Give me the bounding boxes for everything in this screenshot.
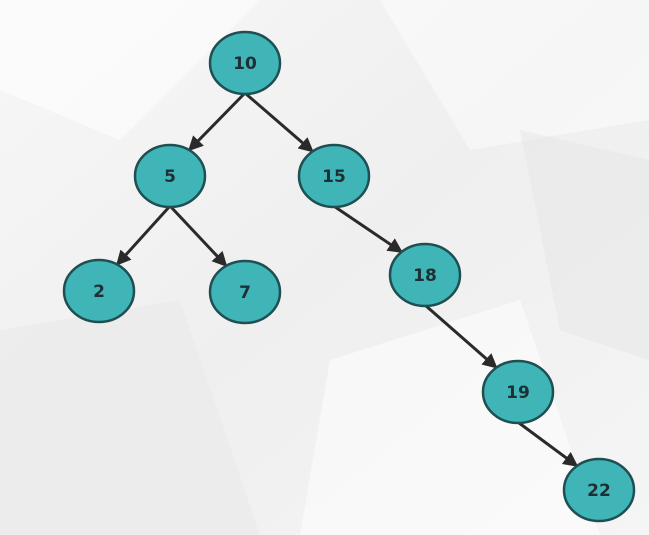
tree-node-19: 19	[481, 359, 555, 425]
tree-node-2: 2	[62, 258, 136, 324]
node-label: 15	[322, 167, 346, 187]
node-label: 2	[93, 282, 105, 302]
edge-n18-n19	[425, 304, 498, 369]
edges-layer	[115, 92, 579, 467]
edge-n19-n22	[518, 421, 579, 467]
node-circle	[388, 242, 462, 308]
edge-n10-n15	[245, 92, 314, 153]
node-label: 18	[413, 266, 437, 286]
node-circle	[208, 30, 282, 96]
tree-node-22: 22	[562, 457, 636, 523]
node-circle	[133, 143, 207, 209]
node-circle	[562, 457, 636, 523]
tree-node-7: 7	[208, 259, 282, 325]
node-circle	[62, 258, 136, 324]
node-circle	[297, 143, 371, 209]
tree-node-5: 5	[133, 143, 207, 209]
tree-node-10: 10	[208, 30, 282, 96]
edge-n15-n18	[334, 205, 403, 253]
node-label: 5	[164, 167, 176, 187]
node-label: 22	[587, 481, 611, 501]
edge-n5-n7	[169, 205, 228, 267]
tree-node-18: 18	[388, 242, 462, 308]
edge-n10-n5	[188, 92, 246, 152]
tree-node-15: 15	[297, 143, 371, 209]
node-circle	[481, 359, 555, 425]
node-circle	[208, 259, 282, 325]
edge-n5-n2	[115, 205, 171, 266]
node-label: 10	[233, 54, 257, 74]
node-label: 19	[506, 383, 530, 403]
node-label: 7	[239, 283, 251, 303]
nodes-layer: 10 5 15 2 7 18 19 22	[62, 30, 636, 523]
